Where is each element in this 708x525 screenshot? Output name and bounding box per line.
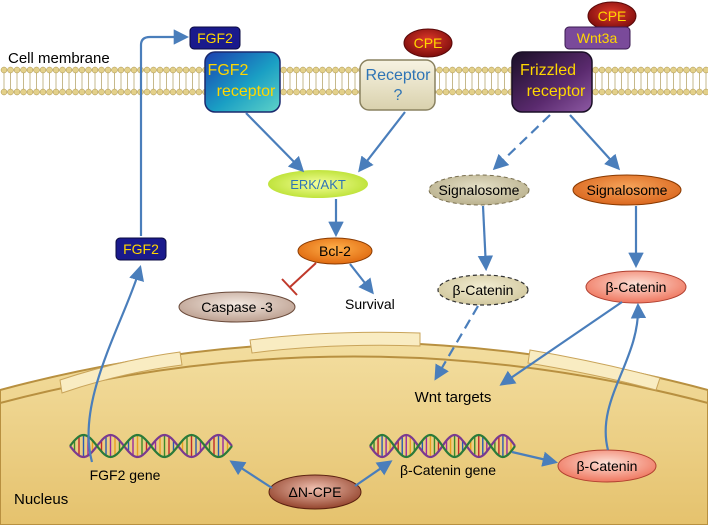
- fgf2-gene-label: FGF2 gene: [90, 467, 161, 483]
- cpe-left-label: CPE: [414, 35, 443, 51]
- receptor-label: Receptor: [366, 67, 432, 84]
- beta-catenin-active-label: β-Catenin: [606, 279, 667, 295]
- cpe-left: [403, 28, 453, 58]
- text-labels: Cell membrane Nucleus FGF2 FGF2 FGF2 rec…: [8, 8, 668, 508]
- arrow-fgfr-to-erk: [245, 112, 305, 173]
- delta-n-cpe-label: ΔN-CPE: [289, 484, 342, 500]
- cell-membrane-label: Cell membrane: [8, 50, 110, 67]
- wnt3a-ligand: [564, 26, 631, 50]
- fgf2-receptor: [204, 51, 281, 113]
- arrow-bcat-inactive-to-wnt: [434, 305, 479, 381]
- bcl2-node: [297, 237, 373, 265]
- fgf2-mid-label: FGF2: [123, 241, 159, 257]
- bcl2-label: Bcl-2: [319, 243, 351, 259]
- cell-membrane: [0, 66, 708, 96]
- signalosome-active-label: Signalosome: [587, 182, 668, 198]
- arrow-bcat-active-to-wnt: [499, 301, 623, 386]
- signalosome-active: [572, 174, 682, 206]
- signalosome-inactive: [428, 174, 530, 206]
- fgf2-receptor-label-1: FGF2: [208, 62, 249, 79]
- wnt3a-label: Wnt3a: [577, 30, 618, 46]
- arrow-receptor-to-erk: [358, 111, 406, 173]
- caspase3-label: Caspase -3: [201, 299, 273, 315]
- beta-catenin-nuclear-label: β-Catenin: [577, 458, 638, 474]
- frizzled-label-1: Frizzled: [520, 62, 576, 79]
- unknown-receptor: [359, 59, 436, 111]
- nucleus: [0, 331, 708, 525]
- arrow-fgf2-secretion: [139, 29, 190, 236]
- fgf2-ligand-mid: [115, 237, 167, 261]
- frizzled-label-2: receptor: [527, 83, 586, 100]
- beta-catenin-gene-label: β-Catenin gene: [400, 462, 496, 478]
- wnt-targets-label: Wnt targets: [415, 389, 492, 406]
- fgf2-top-label: FGF2: [197, 30, 233, 46]
- erk-akt-label: ERK/AKT: [290, 177, 346, 192]
- arrow-bcl2-to-survival: [349, 263, 374, 295]
- arrow-gene-to-fgf2: [87, 265, 144, 463]
- beta-catenin-inactive-label: β-Catenin: [453, 282, 514, 298]
- arrow-frizzled-to-signalosome-active: [569, 114, 621, 171]
- beta-catenin-inactive: [437, 274, 529, 306]
- fgf2-gene-dna-icon: [69, 433, 233, 459]
- signalosome-inactive-label: Signalosome: [439, 182, 520, 198]
- receptor-question-label: ?: [394, 87, 403, 104]
- arrow-nuclear-bcat-export: [604, 302, 647, 451]
- fgf2-receptor-label-2: receptor: [217, 83, 276, 100]
- arrow-signalosome-to-bcat-inactive: [477, 205, 494, 272]
- beta-catenin-gene-dna-icon: [369, 433, 516, 459]
- frizzled-receptor: [511, 51, 593, 113]
- inhibition-bcl2-caspase: [281, 262, 317, 296]
- fgf2-ligand-top: [189, 26, 241, 50]
- delta-n-cpe-node: [268, 474, 362, 510]
- pathway-arrows: [87, 29, 647, 489]
- erk-akt-node: [268, 170, 368, 198]
- arrow-dncpe-to-bcat-gene: [354, 460, 393, 487]
- nucleus-label: Nucleus: [14, 491, 68, 508]
- arrow-gene-to-nuclear-bcat: [511, 450, 558, 467]
- arrow-frizzled-to-signalosome-inactive: [492, 114, 551, 171]
- caspase3-node: [178, 291, 296, 323]
- survival-label: Survival: [345, 296, 395, 312]
- cpe-right-label: CPE: [598, 8, 627, 24]
- arrow-dncpe-to-fgf2-gene: [229, 460, 273, 489]
